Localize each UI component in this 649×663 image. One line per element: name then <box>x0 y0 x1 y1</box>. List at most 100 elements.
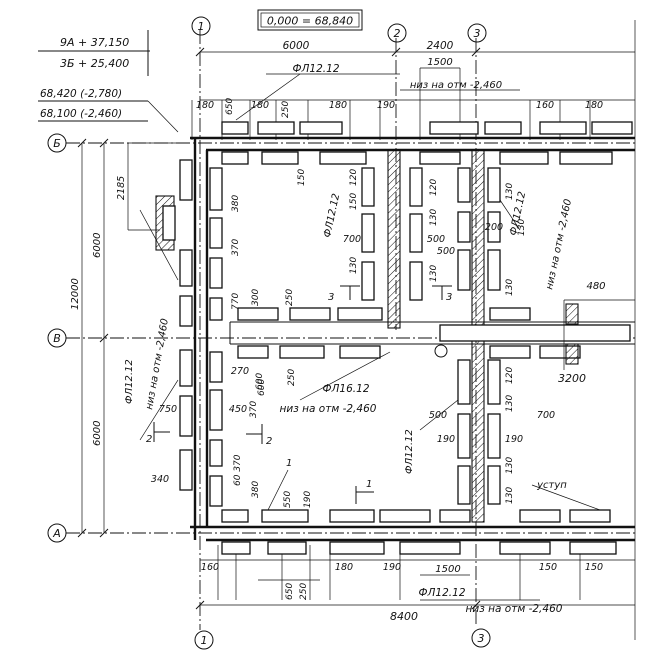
level-legend-bottom: 3Б + 25,400 <box>60 57 129 70</box>
dim-150-c: 150 <box>539 562 557 573</box>
dim-340: 340 <box>151 474 169 485</box>
dim-130-a: 130 <box>349 257 359 274</box>
dim-150-a: 150 <box>297 169 307 186</box>
axis-3-bottom: 3 <box>478 632 485 645</box>
dim-120-a: 120 <box>349 169 359 186</box>
section-3-left: 3 <box>328 292 334 303</box>
foundation-walls <box>155 121 635 555</box>
label-fl-left: ФЛ12.12 <box>124 359 135 404</box>
dim-120-c: 120 <box>505 367 515 384</box>
dim-1500-bottom: 1500 <box>435 564 460 575</box>
dim-2185: 2185 <box>116 176 127 200</box>
dim-250-b: 250 <box>285 289 295 306</box>
dim-6000-top: 6000 <box>283 40 310 52</box>
label-fl-center-right: ФЛ12.12 <box>404 429 415 474</box>
dim-700-a: 700 <box>343 234 361 245</box>
dim-8400: 8400 <box>390 610 418 623</box>
axis-1-bottom: 1 <box>201 634 208 647</box>
dim-60-370: 60 370 <box>233 454 243 486</box>
dim-500-b: 500 <box>437 246 455 257</box>
label-fl-bottom: ФЛ12.12 <box>419 587 466 599</box>
axis-a: А <box>52 527 61 540</box>
dim-190-c: 190 <box>505 434 523 445</box>
dim-380-b: 380 <box>251 481 261 498</box>
dim-300-a: 300 <box>251 289 261 306</box>
dim-150-d: 150 <box>585 562 603 573</box>
dim-130-f: 130 <box>517 219 527 236</box>
dim-180-d: 180 <box>585 100 603 111</box>
dim-500-a: 500 <box>427 234 445 245</box>
dim-380-a: 380 <box>231 195 241 212</box>
elevation-reference-text: 0,000 = 68,840 <box>267 15 353 28</box>
dim-3200: 3200 <box>558 372 586 385</box>
axis-b: Б <box>53 137 61 150</box>
dim-200-a: 200 <box>485 222 503 233</box>
dim-190-a: 190 <box>377 100 395 111</box>
dim-500-c: 500 <box>429 410 447 421</box>
dim-600-b: 600 <box>257 379 267 396</box>
axis-bubbles: 1 2 3 Б В А 1 3 <box>47 16 491 650</box>
label-fl-mid-left: ФЛ12.12 <box>322 193 342 239</box>
level-mark-lower: 68,100 (-2,460) <box>40 108 122 120</box>
dim-130-b: 130 <box>429 209 439 226</box>
dim-450: 450 <box>229 404 247 415</box>
dim-180-c: 180 <box>329 100 347 111</box>
dim-700-b: 700 <box>537 410 555 421</box>
dim-130-d: 130 <box>505 183 515 200</box>
dimension-chains <box>77 47 635 610</box>
dim-250-d: 250 <box>299 583 309 600</box>
section-2-right: 2 <box>266 436 272 447</box>
dim-130-h: 130 <box>505 457 515 474</box>
label-ustup: уступ <box>536 480 567 491</box>
label-niz-center: низ на отм -2,460 <box>280 403 377 415</box>
dim-480: 480 <box>586 281 605 292</box>
section-3-right: 3 <box>446 292 452 303</box>
dim-180-a: 180 <box>196 100 214 111</box>
dim-650-a: 650 <box>225 98 235 115</box>
dim-6000-left-top: 6000 <box>92 233 103 258</box>
dim-130-i: 130 <box>505 487 515 504</box>
dim-600-a: 600 <box>255 373 265 390</box>
label-fl-top: ФЛ12.12 <box>293 63 340 75</box>
label-niz-left: низ на отм -2,460 <box>144 318 171 411</box>
dim-250-c: 250 <box>287 369 297 386</box>
dim-370-b: 370 <box>249 401 259 418</box>
section-1: 1 <box>366 479 372 490</box>
axis-2-top: 2 <box>394 27 401 40</box>
dim-120-b: 120 <box>429 179 439 196</box>
dim-190-d: 190 <box>303 491 313 508</box>
leader-lines <box>139 73 601 601</box>
dim-190-e: 190 <box>383 562 401 573</box>
axis-3-top: 3 <box>474 27 481 40</box>
section-marks: 3 3 2 2 1 1 <box>146 285 452 511</box>
level-mark-upper: 68,420 (-2,780) <box>40 88 122 100</box>
dim-650-b: 650 <box>285 583 295 600</box>
level-legend: 9А + 37,150 3Б + 25,400 68,420 (-2,780) … <box>38 30 179 133</box>
dim-180-b: 180 <box>251 100 269 111</box>
dim-130-c: 130 <box>429 265 439 282</box>
dim-270: 270 <box>231 366 249 377</box>
label-niz-top: низ на отм -2,460 <box>410 80 502 91</box>
dim-370-a: 370 <box>231 239 241 256</box>
section-2-left: 2 <box>146 434 152 445</box>
dim-130-e: 130 <box>505 279 515 296</box>
axis-1-top: 1 <box>198 20 205 33</box>
mark-1: 1 <box>286 458 292 469</box>
axis-v: В <box>53 332 61 345</box>
elevation-reference-box: 0,000 = 68,840 <box>257 9 363 31</box>
dim-160-b: 160 <box>201 562 219 573</box>
dim-250-a: 250 <box>281 101 291 118</box>
dim-770-a: 770 <box>231 293 241 310</box>
dim-6000-left-bottom: 6000 <box>92 421 103 446</box>
dim-180-e: 180 <box>335 562 353 573</box>
level-legend-top: 9А + 37,150 <box>60 36 129 49</box>
dim-1500-top: 1500 <box>427 57 452 68</box>
dim-2400: 2400 <box>427 40 454 52</box>
label-niz-mid-right: низ на отм -2,460 <box>544 198 574 291</box>
dim-130-g: 130 <box>505 395 515 412</box>
dim-160-a: 160 <box>536 100 554 111</box>
dim-750: 750 <box>159 404 177 415</box>
label-niz-bottom: низ на отм -2,460 <box>466 603 563 615</box>
label-fl16: ФЛ16.12 <box>323 383 370 395</box>
